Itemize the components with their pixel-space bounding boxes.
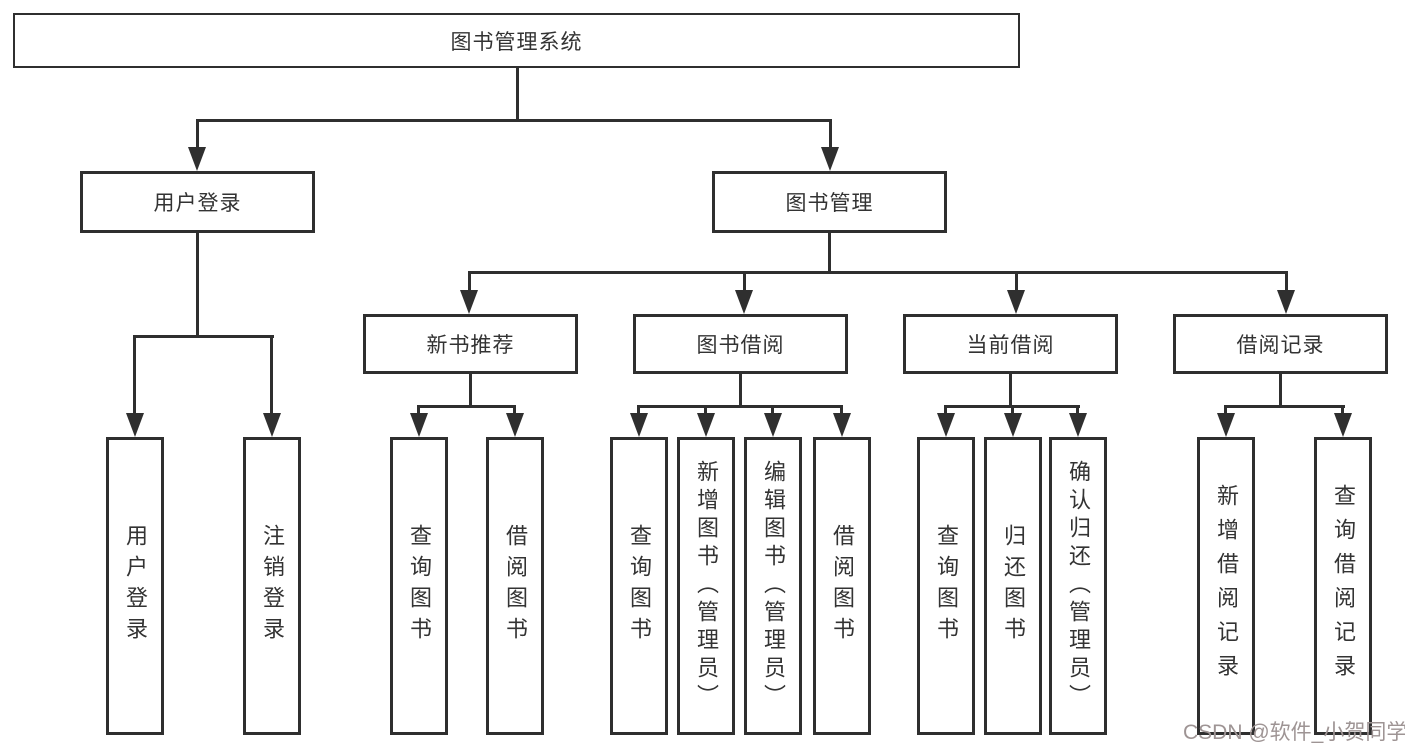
connector-line (1284, 271, 1288, 292)
node-new-book-recommendation-label: 新书推荐 (426, 334, 515, 357)
connector-line (195, 233, 199, 338)
arrow-down-icon (409, 413, 428, 437)
connector-line (1009, 373, 1012, 408)
connector-line (417, 405, 420, 417)
connector-line (515, 68, 519, 120)
node-book-management-label: 图书管理 (785, 192, 874, 215)
leaf-label: 查询借阅记录 (1331, 484, 1356, 688)
arrow-down-icon (1277, 290, 1295, 314)
connector-line (467, 271, 1288, 274)
leaf-label: 编辑图书（管理员） (761, 460, 786, 712)
leaf-label: 借阅图书 (503, 524, 528, 648)
node-book-borrowing-label: 图书借阅 (696, 334, 785, 357)
connector-line (1224, 405, 1345, 408)
leaf-add-books-admin: 新增图书（管理员） (677, 437, 735, 735)
leaf-label: 查询图书 (407, 524, 432, 648)
arrow-down-icon (735, 290, 753, 314)
leaf-label: 用户登录 (123, 524, 148, 648)
node-root: 图书管理系统 (13, 13, 1020, 68)
connector-line (270, 335, 273, 415)
arrow-down-icon (936, 413, 955, 437)
node-user-login: 用户登录 (80, 171, 315, 233)
leaf-add-borrow-record: 新增借阅记录 (1197, 437, 1255, 735)
leaf-label: 借阅图书 (830, 524, 855, 648)
connector-line (739, 373, 742, 408)
connector-line (828, 119, 832, 149)
leaf-logout: 注销登录 (243, 437, 301, 735)
leaf-borrow-books: 借阅图书 (813, 437, 871, 735)
connector-line (133, 335, 136, 415)
leaf-label: 归还图书 (1001, 524, 1026, 648)
node-root-label: 图书管理系统 (450, 30, 583, 54)
arrow-down-icon (832, 413, 851, 437)
connector-line (1224, 405, 1227, 417)
connector-line (1014, 271, 1018, 292)
connector-line (467, 271, 471, 292)
connector-line (637, 405, 843, 408)
leaf-label: 查询图书 (627, 524, 652, 648)
leaf-label: 新增图书（管理员） (694, 460, 719, 712)
leaf-query-books-borrow: 查询图书 (610, 437, 668, 735)
node-new-book-recommendation: 新书推荐 (363, 314, 578, 374)
watermark: CSDN @软件_小贺同学 (1183, 721, 1405, 744)
arrow-down-icon (188, 147, 206, 171)
leaf-label: 新增借阅记录 (1214, 484, 1239, 688)
connector-line (1076, 405, 1079, 417)
connector-line (468, 373, 472, 408)
node-book-management: 图书管理 (712, 171, 947, 233)
connector-line (828, 233, 831, 274)
leaf-edit-books-admin: 编辑图书（管理员） (744, 437, 802, 735)
leaf-user-login: 用户登录 (106, 437, 164, 735)
connector-line (195, 119, 199, 149)
node-user-login-label: 用户登录 (153, 192, 242, 215)
leaf-confirm-return-admin: 确认归还（管理员） (1049, 437, 1107, 735)
leaf-borrow-books-recommend: 借阅图书 (486, 437, 544, 735)
arrow-down-icon (1003, 413, 1022, 437)
arrow-down-icon (1068, 413, 1087, 437)
connector-line (513, 405, 516, 417)
connector-line (771, 405, 774, 417)
connector-line (1279, 373, 1282, 408)
connector-line (840, 405, 843, 417)
connector-line (637, 405, 640, 417)
connector-line (1011, 405, 1014, 417)
connector-line (1341, 405, 1344, 417)
connector-line (704, 405, 707, 417)
arrow-down-icon (696, 413, 715, 437)
node-current-borrowing: 当前借阅 (903, 314, 1118, 374)
leaf-query-books-recommend: 查询图书 (390, 437, 448, 735)
connector-line (742, 271, 746, 292)
node-borrowing-records: 借阅记录 (1173, 314, 1388, 374)
arrow-down-icon (821, 147, 839, 171)
arrow-down-icon (262, 413, 281, 437)
connector-line (944, 405, 947, 417)
arrow-down-icon (505, 413, 524, 437)
leaf-label: 查询图书 (934, 524, 959, 648)
node-book-borrowing: 图书借阅 (633, 314, 848, 374)
arrow-down-icon (1007, 290, 1025, 314)
connector-line (195, 119, 832, 122)
arrow-down-icon (460, 290, 478, 314)
node-borrowing-records-label: 借阅记录 (1236, 334, 1325, 357)
leaf-query-borrow-record: 查询借阅记录 (1314, 437, 1372, 735)
leaf-return-books: 归还图书 (984, 437, 1042, 735)
arrow-down-icon (1333, 413, 1352, 437)
arrow-down-icon (763, 413, 782, 437)
leaf-label: 确认归还（管理员） (1066, 460, 1091, 712)
connector-line (417, 405, 516, 408)
connector-line (133, 335, 274, 338)
arrow-down-icon (629, 413, 648, 437)
leaf-query-books-current: 查询图书 (917, 437, 975, 735)
arrow-down-icon (1216, 413, 1235, 437)
node-current-borrowing-label: 当前借阅 (966, 334, 1055, 357)
leaf-label: 注销登录 (260, 524, 285, 648)
arrow-down-icon (125, 413, 144, 437)
